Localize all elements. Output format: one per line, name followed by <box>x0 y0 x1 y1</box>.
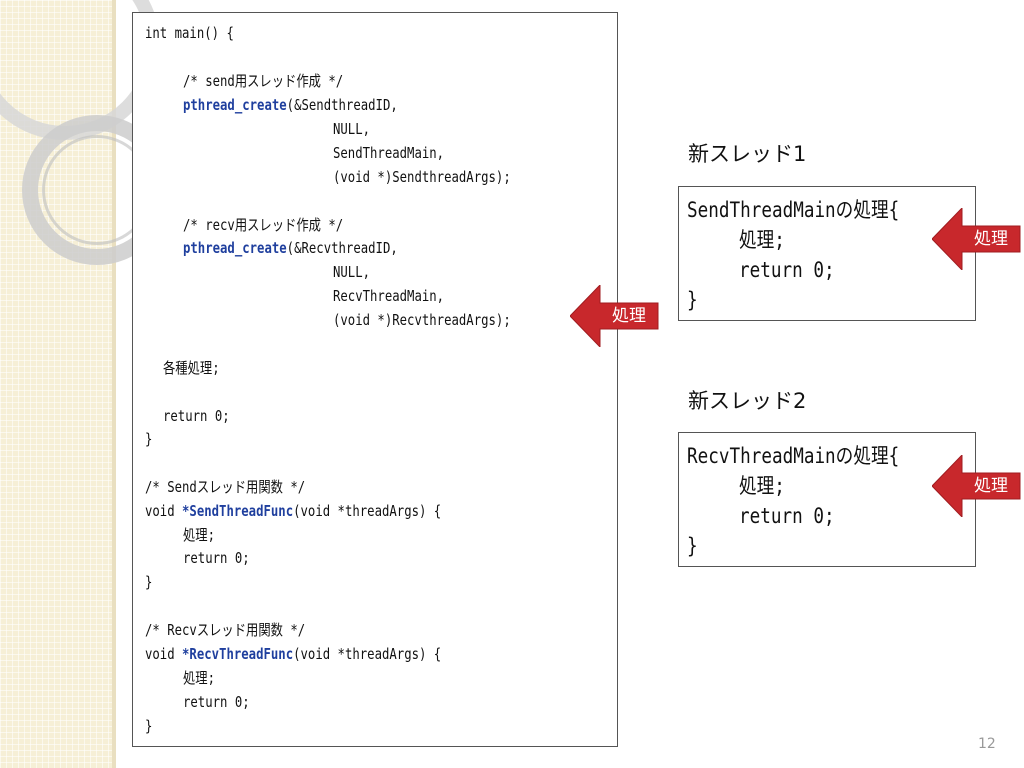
callout-main-processing: 処理 <box>570 285 660 347</box>
thread1-line: SendThreadMainの処理{ <box>687 198 900 222</box>
callout-thread2-processing: 処理 <box>932 455 1022 517</box>
code-comment-recv: /* recv用スレッド作成 */ <box>183 216 344 234</box>
code-line-close: } <box>145 573 153 591</box>
code-params: (void *threadArgs) { <box>293 502 442 520</box>
function-name-pthread-create: pthread_create <box>183 96 287 114</box>
thread2-line: RecvThreadMainの処理{ <box>687 444 900 468</box>
callout-label: 処理 <box>612 306 646 326</box>
callout-thread1-processing: 処理 <box>932 208 1022 270</box>
left-arrow-shape <box>570 285 659 347</box>
code-line-return: return 0; <box>183 693 250 711</box>
page-number: 12 <box>978 736 996 752</box>
code-comment-send-func: /* Sendスレッド用関数 */ <box>145 478 306 496</box>
code-line-recv-func: void *RecvThreadFunc(void *threadArgs) { <box>145 644 441 664</box>
code-line-main-header: int main() { <box>145 24 234 42</box>
code-arg: (&SendthreadID, <box>286 96 398 114</box>
function-name-recv-thread-func: *RecvThreadFunc <box>182 645 294 663</box>
code-arg-args: (void *)RecvthreadArgs); <box>333 311 511 329</box>
code-arg-null: NULL, <box>333 263 371 281</box>
code-listing-box: int main() { /* send用スレッド作成 */ pthread_c… <box>132 12 618 747</box>
code-line-send-func: void *SendThreadFunc(void *threadArgs) { <box>145 501 441 521</box>
code-comment-recv-func: /* Recvスレッド用関数 */ <box>145 621 306 639</box>
thread1-title: 新スレッド1 <box>688 142 807 166</box>
code-line-create-send: pthread_create(&SendthreadID, <box>183 95 398 115</box>
left-arrow-shape <box>932 455 1021 517</box>
thread1-line: 処理; <box>739 228 785 252</box>
callout-label: 処理 <box>974 229 1008 249</box>
code-line-return: return 0; <box>183 549 250 567</box>
code-params: (void *threadArgs) { <box>293 645 442 663</box>
code-line-body: 処理; <box>183 669 216 687</box>
thread2-line: } <box>687 534 698 558</box>
function-name-send-thread-func: *SendThreadFunc <box>182 502 294 520</box>
thread2-title: 新スレッド2 <box>688 389 807 413</box>
code-arg: (&RecvthreadID, <box>286 239 398 257</box>
thread2-line: 処理; <box>739 474 785 498</box>
code-keyword: void <box>145 645 183 663</box>
thread2-box: RecvThreadMainの処理{ 処理; return 0; } <box>678 432 976 567</box>
thread2-line: return 0; <box>739 504 835 528</box>
left-arrow-shape <box>932 208 1021 270</box>
code-line-create-recv: pthread_create(&RecvthreadID, <box>183 238 398 258</box>
callout-label: 処理 <box>974 476 1008 496</box>
decorative-strip-edge <box>112 0 116 768</box>
code-line-close: } <box>145 717 153 735</box>
code-arg-args: (void *)SendthreadArgs); <box>333 168 511 186</box>
code-line-return: return 0; <box>163 407 230 425</box>
code-line-body: 処理; <box>183 526 216 544</box>
function-name-pthread-create: pthread_create <box>183 239 287 257</box>
code-line-close: } <box>145 430 153 448</box>
thread1-box: SendThreadMainの処理{ 処理; return 0; } <box>678 186 976 321</box>
thread1-line: } <box>687 288 698 312</box>
code-keyword: void <box>145 502 183 520</box>
code-arg-main: SendThreadMain, <box>333 144 445 162</box>
code-arg-main: RecvThreadMain, <box>333 287 445 305</box>
code-comment-send: /* send用スレッド作成 */ <box>183 72 344 90</box>
code-line-various: 各種処理; <box>163 359 220 377</box>
code-arg-null: NULL, <box>333 120 371 138</box>
thread1-line: return 0; <box>739 258 835 282</box>
